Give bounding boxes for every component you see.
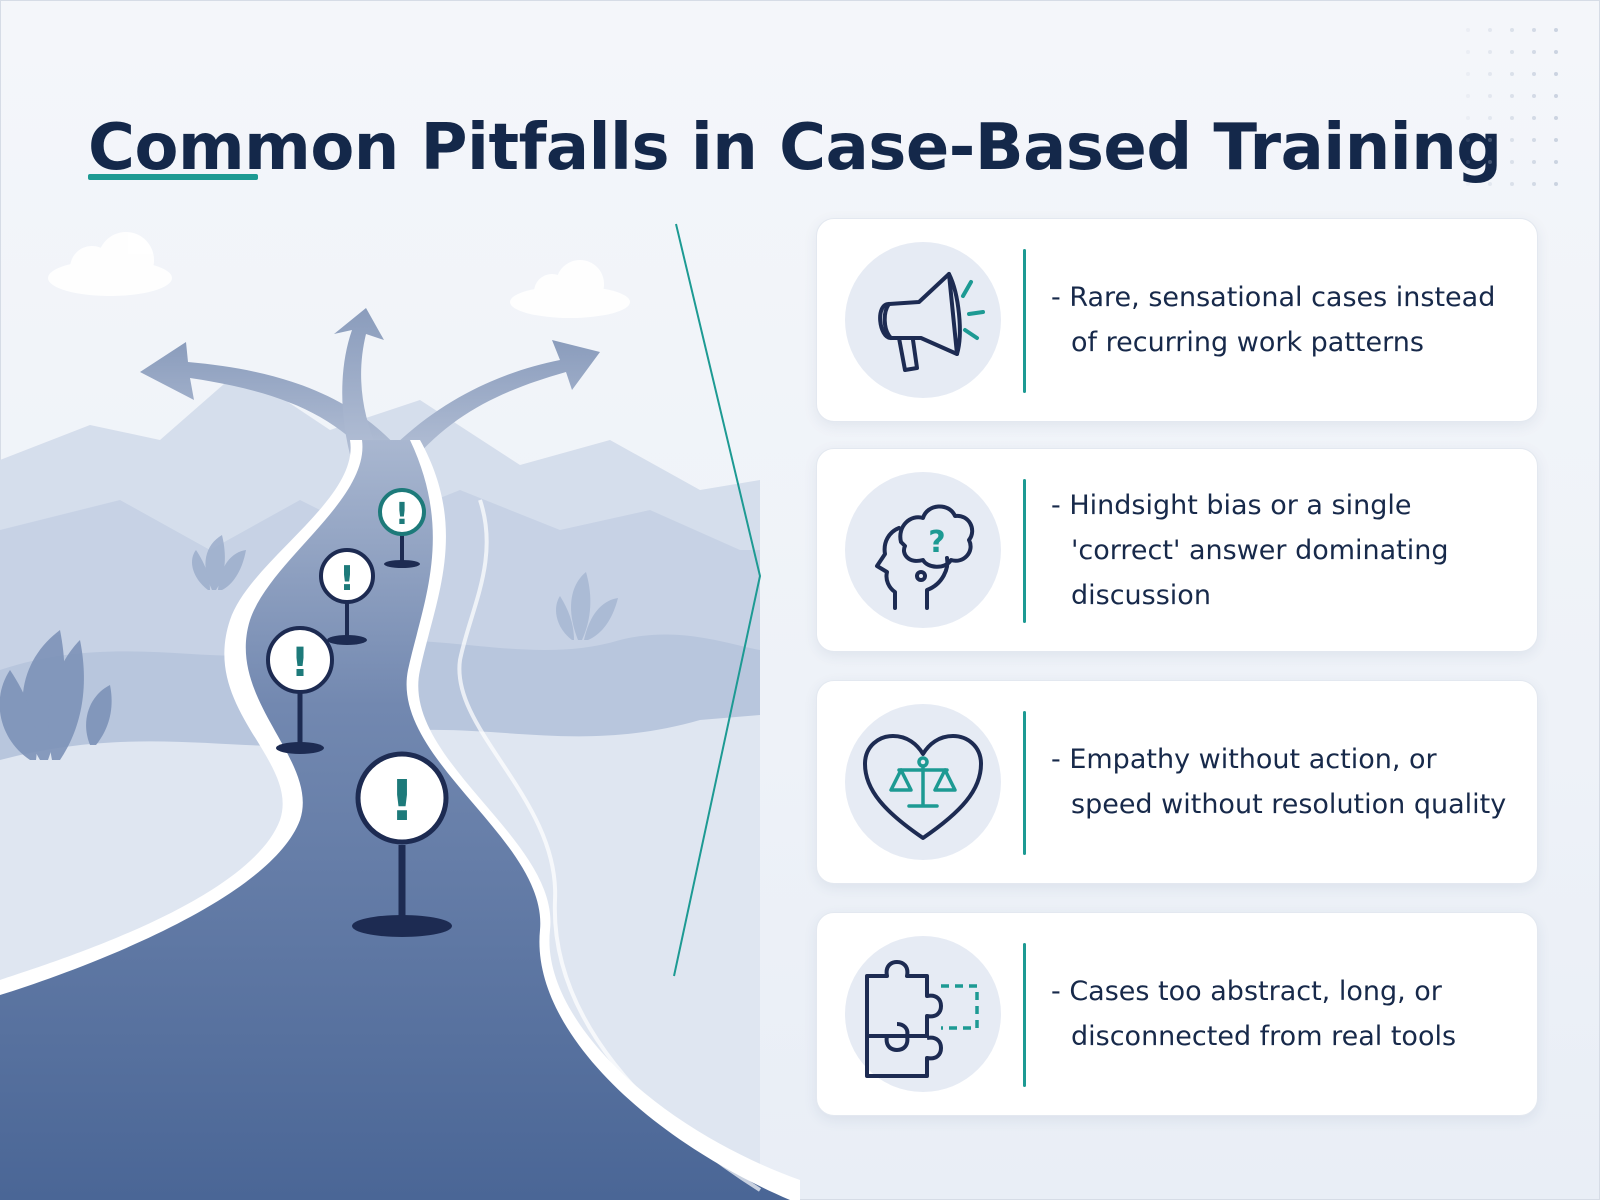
pitfall-text: - Hindsight bias or a single 'correct' a…: [1051, 449, 1511, 651]
decor-dot: [1532, 182, 1536, 186]
card-divider: [1023, 943, 1026, 1087]
decor-dot: [1466, 94, 1470, 98]
pitfall-line: - Empathy without action, or: [1051, 744, 1437, 775]
warning-sign-3-symbol: !: [291, 640, 309, 686]
warning-sign-1-symbol: !: [395, 497, 409, 532]
cloud-right: [510, 260, 630, 318]
direction-arrows: [140, 308, 600, 462]
warning-sign-1: !: [378, 488, 426, 568]
decor-dot: [1510, 94, 1514, 98]
decor-dot: [1532, 138, 1536, 142]
warning-sign-4: !: [352, 751, 452, 937]
decor-dot: [1510, 116, 1514, 120]
pitfall-line: speed without resolution quality: [1071, 789, 1507, 820]
pitfall-text: - Rare, sensational cases instead of rec…: [1051, 219, 1511, 421]
warning-sign-2-symbol: !: [339, 559, 355, 599]
decor-dot: [1488, 138, 1492, 142]
pitfall-line: 'correct' answer dominating: [1071, 534, 1449, 566]
pitfall-line: - Cases too abstract, long, or: [1051, 976, 1442, 1007]
title-underline: [88, 174, 258, 180]
right-arrow: [390, 340, 600, 462]
decor-dot: [1554, 182, 1558, 186]
decor-dot: [1510, 72, 1514, 76]
decor-dot: [1466, 28, 1470, 32]
road-illustration: ! ! ! !: [0, 232, 800, 1200]
decor-dot: [1488, 28, 1492, 32]
decor-dot: [1554, 72, 1558, 76]
head-question-icon: ?: [875, 504, 975, 610]
question-mark-symbol: ?: [928, 525, 945, 560]
pitfall-line: - Hindsight bias or a single: [1051, 489, 1412, 521]
decor-dot: [1532, 28, 1536, 32]
decor-dot: [1488, 160, 1492, 164]
decor-dot: [1466, 160, 1470, 164]
pitfall-card-2: ? - Hindsight bias or a single 'correct'…: [816, 448, 1538, 652]
decor-dot: [1510, 50, 1514, 54]
decor-dot: [1532, 160, 1536, 164]
plant-mid: [192, 535, 246, 590]
decor-dot: [1554, 94, 1558, 98]
dot-pattern-top-right: [1466, 28, 1558, 186]
pitfall-card-3: - Empathy without action, or speed witho…: [816, 680, 1538, 884]
pitfall-line: of recurring work patterns: [1071, 327, 1424, 358]
pitfall-text: - Cases too abstract, long, or disconnec…: [1051, 913, 1511, 1115]
decor-dot: [1488, 116, 1492, 120]
decor-dot: [1488, 72, 1492, 76]
card-divider: [1023, 479, 1026, 623]
up-arrow: [334, 308, 384, 462]
decor-dot: [1466, 72, 1470, 76]
pitfall-line: discussion: [1071, 579, 1211, 611]
icon-circle: [845, 936, 1001, 1092]
pitfall-text: - Empathy without action, or speed witho…: [1051, 681, 1511, 883]
icon-circle: ?: [845, 472, 1001, 628]
decor-dot: [1532, 94, 1536, 98]
pitfall-card-1: - Rare, sensational cases instead of rec…: [816, 218, 1538, 422]
card-divider: [1023, 249, 1026, 393]
decor-dot: [1554, 138, 1558, 142]
icon-circle: [845, 242, 1001, 398]
plant-right: [556, 572, 618, 640]
pitfall-card-4: - Cases too abstract, long, or disconnec…: [816, 912, 1538, 1116]
icon-circle: [845, 704, 1001, 860]
page-title: Common Pitfalls in Case-Based Training: [88, 110, 1502, 185]
decor-dot: [1466, 116, 1470, 120]
decor-dot: [1532, 50, 1536, 54]
chevron-divider: [673, 223, 762, 977]
card-divider: [1023, 711, 1026, 855]
road-edge-line: [457, 499, 762, 1192]
warning-sign-4-symbol: !: [389, 769, 415, 834]
pitfall-line: - Rare, sensational cases instead: [1051, 282, 1496, 313]
decor-dot: [1488, 94, 1492, 98]
decor-dot: [1532, 72, 1536, 76]
heart-scale-icon: [863, 734, 983, 840]
warning-sign-2: !: [319, 548, 375, 645]
decor-dot: [1554, 28, 1558, 32]
decor-dot: [1488, 182, 1492, 186]
decor-dot: [1510, 160, 1514, 164]
puzzle-piece-icon: [865, 960, 979, 1078]
decor-dot: [1510, 28, 1514, 32]
decor-dot: [1466, 50, 1470, 54]
decor-dot: [1532, 116, 1536, 120]
decor-dot: [1488, 50, 1492, 54]
pitfall-line: disconnected from real tools: [1071, 1021, 1457, 1052]
decor-dot: [1466, 138, 1470, 142]
cloud-left: [48, 232, 172, 296]
plant-left: [0, 630, 112, 760]
decor-dot: [1510, 182, 1514, 186]
megaphone-icon: [878, 272, 985, 372]
decor-dot: [1554, 160, 1558, 164]
decor-dot: [1510, 138, 1514, 142]
warning-sign-3: !: [266, 626, 334, 754]
decor-dot: [1466, 182, 1470, 186]
left-arrow: [140, 342, 398, 460]
decor-dot: [1554, 50, 1558, 54]
decor-dot: [1554, 116, 1558, 120]
